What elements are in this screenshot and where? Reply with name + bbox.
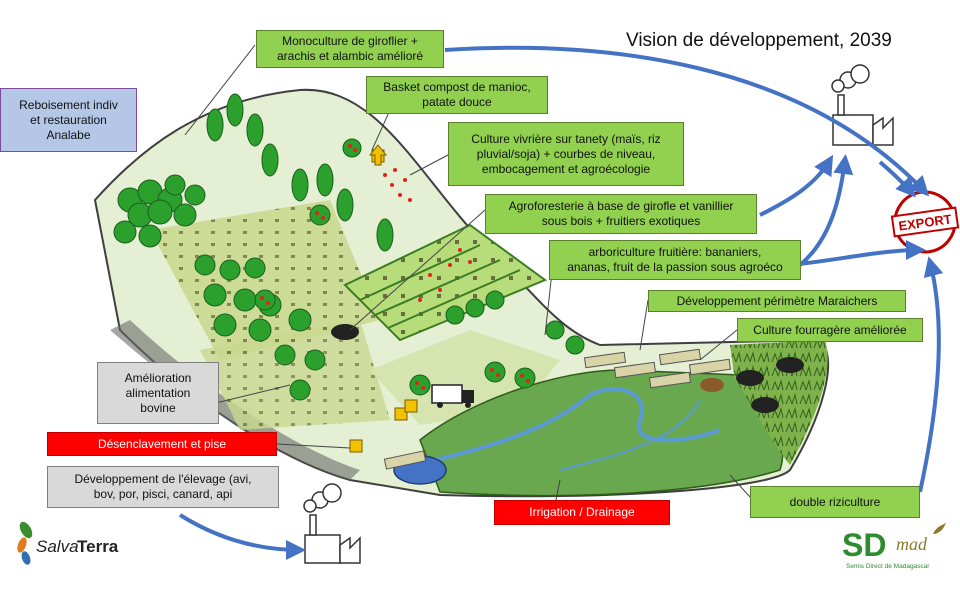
factory-bottom-icon bbox=[304, 484, 360, 563]
label-irrigation: Irrigation / Drainage bbox=[494, 500, 670, 525]
mad-logo-text: mad bbox=[896, 534, 928, 554]
sd-mad-logo: SD mad Semis Direct de Madagascar bbox=[838, 520, 948, 580]
label-maraichers: Développement périmètre Maraichers bbox=[648, 290, 906, 312]
label-elevage: Développement de l'élevage (avi, bov, po… bbox=[47, 466, 279, 508]
salvaterra-leaf-icon bbox=[16, 520, 35, 566]
label-culture-vivriere: Culture vivrière sur tanety (maïs, riz p… bbox=[448, 122, 684, 186]
salvaterra-logo: Salva Terra bbox=[16, 520, 146, 570]
label-monoculture: Monoculture de giroflier + arachis et al… bbox=[256, 30, 444, 68]
label-basket: Basket compost de manioc, patate douce bbox=[366, 76, 548, 114]
label-agroforesterie: Agroforesterie à base de girofle et vani… bbox=[485, 194, 757, 234]
label-reboisement: Reboisement indiv et restauration Analab… bbox=[0, 88, 137, 152]
sd-subtitle: Semis Direct de Madagascar bbox=[846, 563, 930, 570]
factory-top-icon bbox=[832, 65, 893, 145]
leaf-sprout-icon bbox=[933, 522, 946, 534]
label-desenclavement: Désenclavement et pise bbox=[47, 432, 277, 456]
label-alimentation: Amélioration alimentation bovine bbox=[97, 362, 219, 424]
diagram-title: Vision de développement, 2039 bbox=[626, 30, 892, 52]
salvaterra-text-b: Terra bbox=[77, 537, 119, 556]
salvaterra-text-a: Salva bbox=[36, 537, 79, 556]
sd-logo-text: SD bbox=[842, 527, 886, 563]
label-riziculture: double riziculture bbox=[750, 486, 920, 518]
label-fourragere: Culture fourragère améliorée bbox=[737, 318, 923, 342]
label-arboriculture: arboriculture fruitière: bananiers, anan… bbox=[549, 240, 801, 280]
